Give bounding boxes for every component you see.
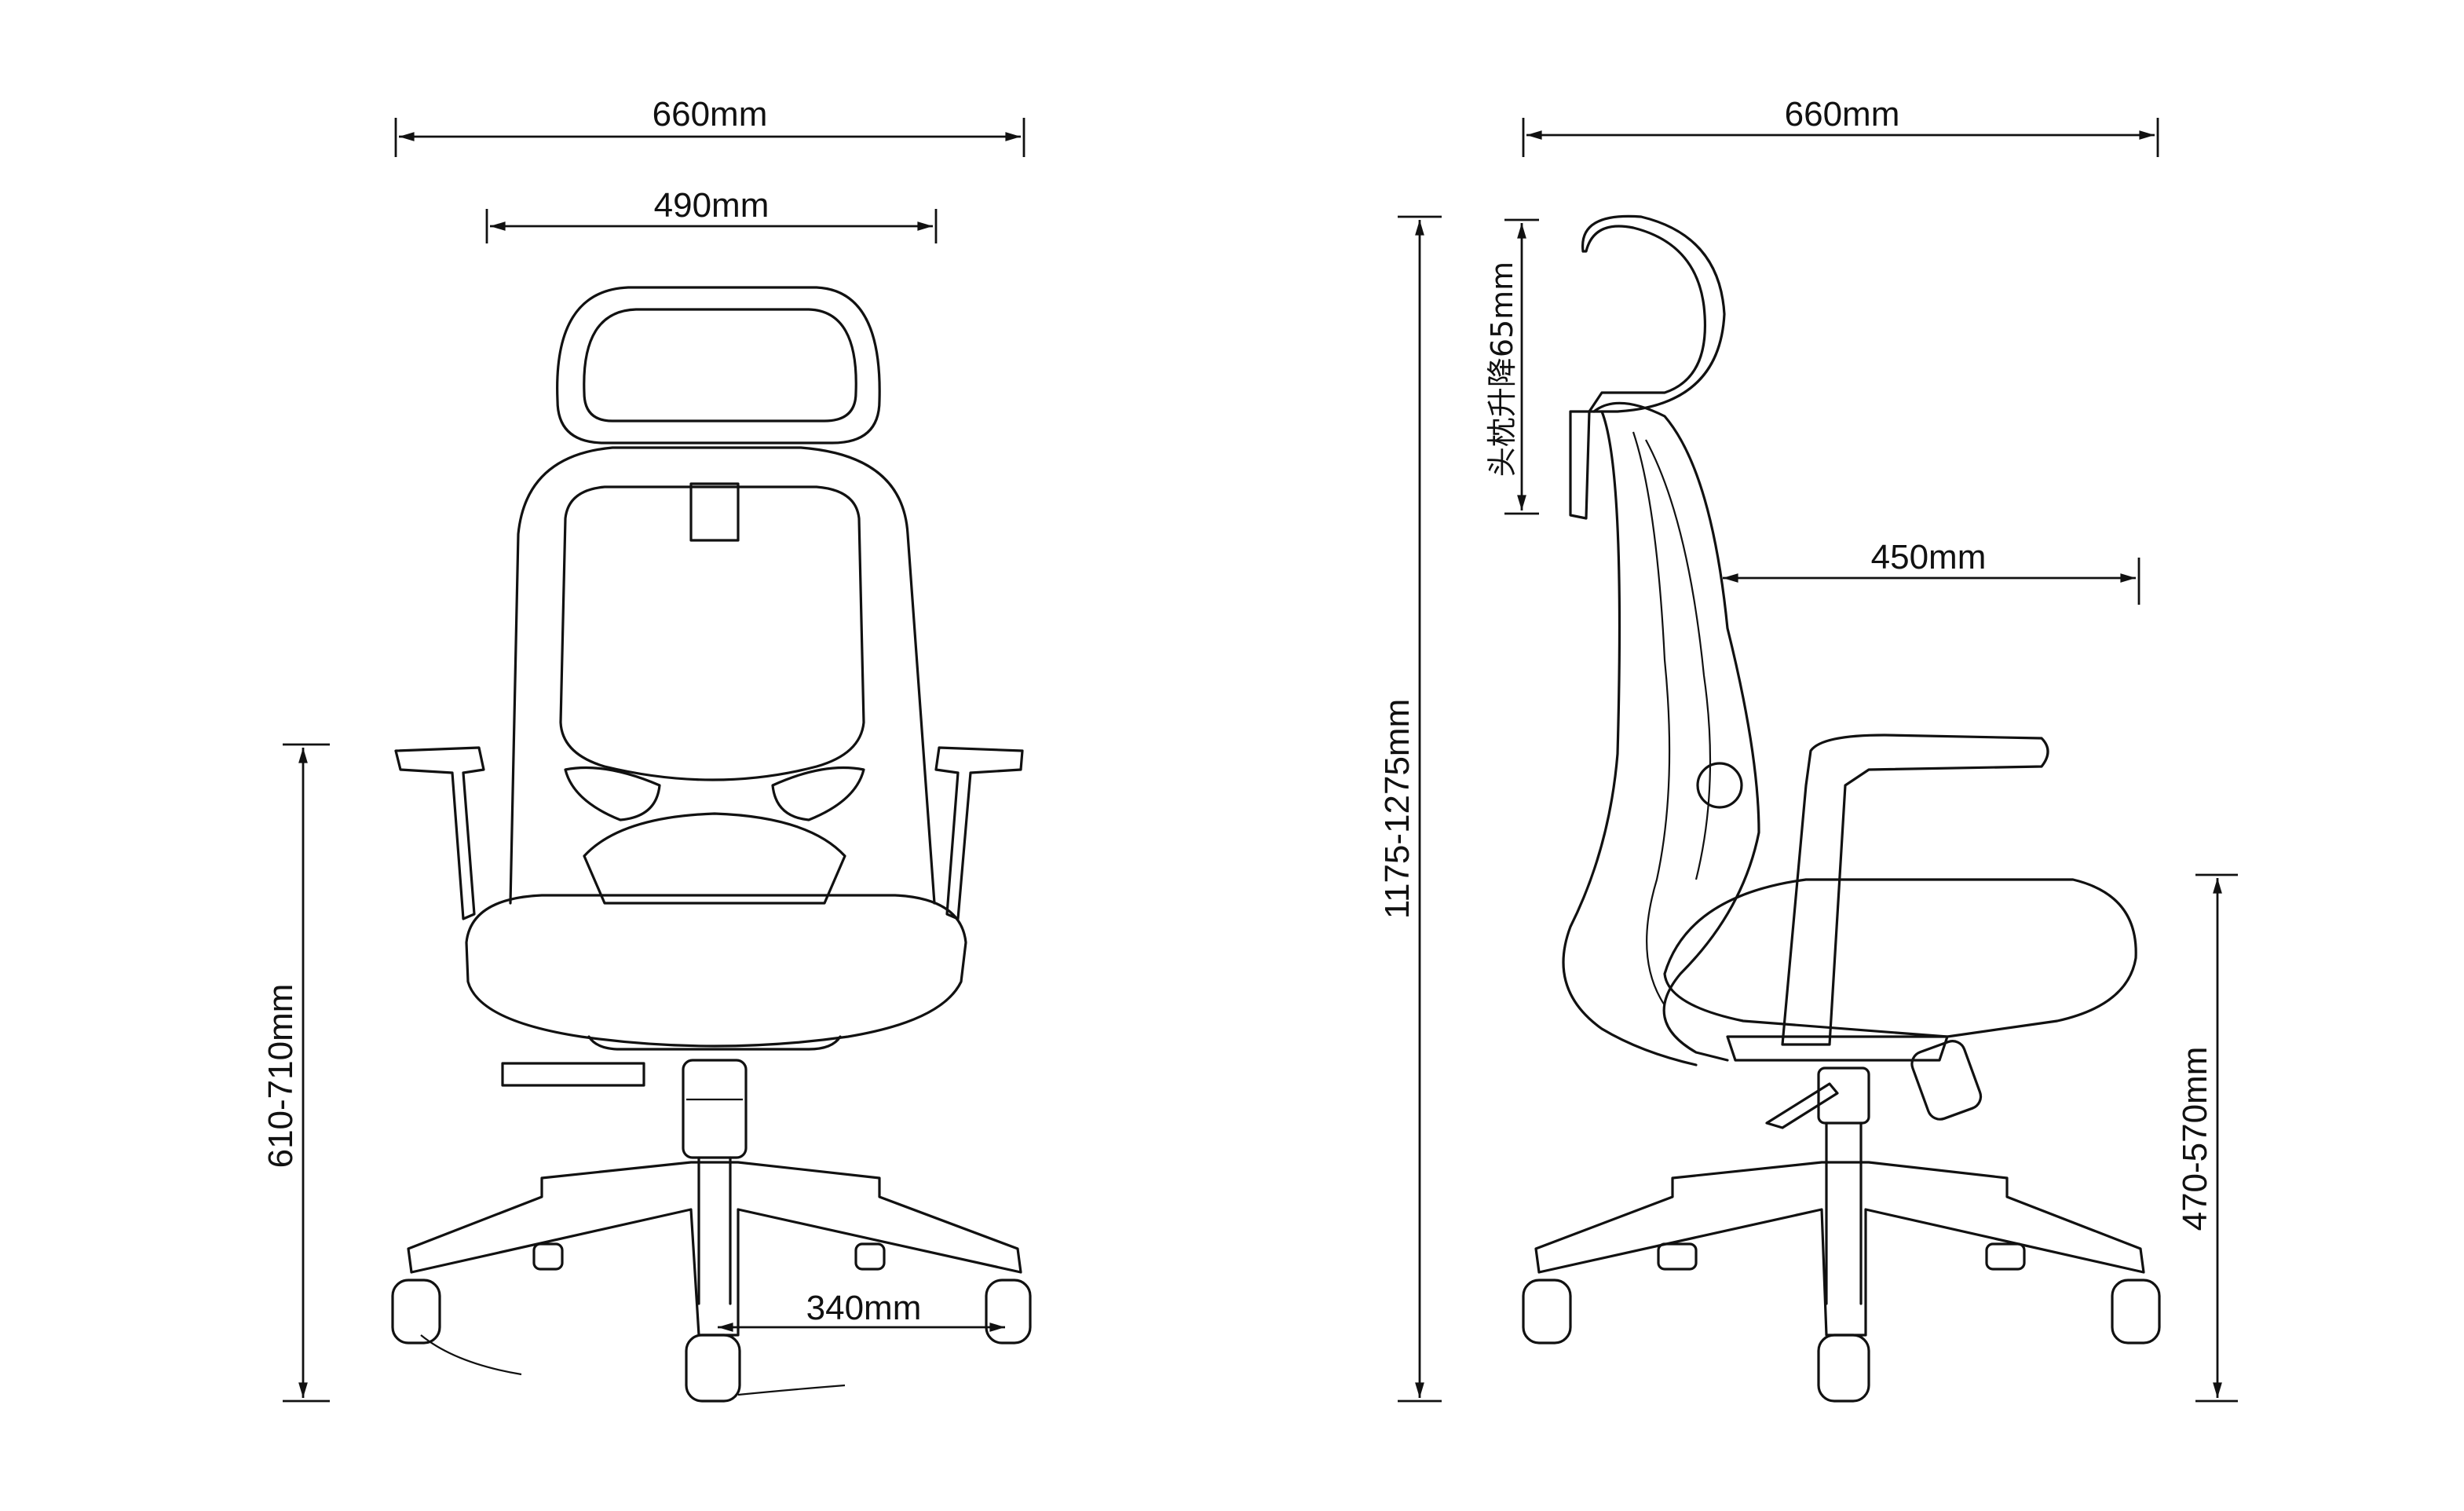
side-armrest [1781, 734, 2049, 1046]
casters [391, 1242, 1032, 1403]
headrest-adjustment-label: 头枕升降65mm [1485, 262, 1519, 477]
seat-height-label: 470-570mm [2176, 1047, 2214, 1231]
overall-depth-label: 660mm [1785, 95, 1900, 134]
left-armrest [394, 746, 485, 920]
side-seat [1663, 878, 2137, 1038]
backrest [509, 446, 936, 905]
front-dimensions: 660mm 490mm 610-710mm 340mm [261, 95, 1025, 1403]
headrest [556, 286, 881, 445]
side-backrest [1592, 401, 1760, 1062]
right-armrest [934, 746, 1024, 920]
gas-lift [682, 1059, 748, 1159]
backrest-width-label: 490mm [654, 186, 770, 225]
seat [465, 894, 967, 1048]
star-base [407, 1161, 1022, 1337]
side-view-chair [1522, 214, 2161, 1403]
seat-depth-label: 450mm [1871, 538, 1987, 576]
base-radius-label: 340mm [806, 1289, 922, 1327]
armrest-height-label: 610-710mm [261, 984, 300, 1169]
side-star-base [1534, 1161, 2145, 1337]
side-headrest [1581, 214, 1726, 413]
front-view-chair [391, 286, 1032, 1403]
total-height-label: 1175-1275mm [1378, 699, 1417, 919]
overall-width-label: 660mm [653, 95, 768, 134]
side-dimensions: 660mm 1175-1275mm 头枕升降65mm 450mm 470-570… [1378, 95, 2238, 1403]
side-casters [1522, 1242, 2161, 1403]
